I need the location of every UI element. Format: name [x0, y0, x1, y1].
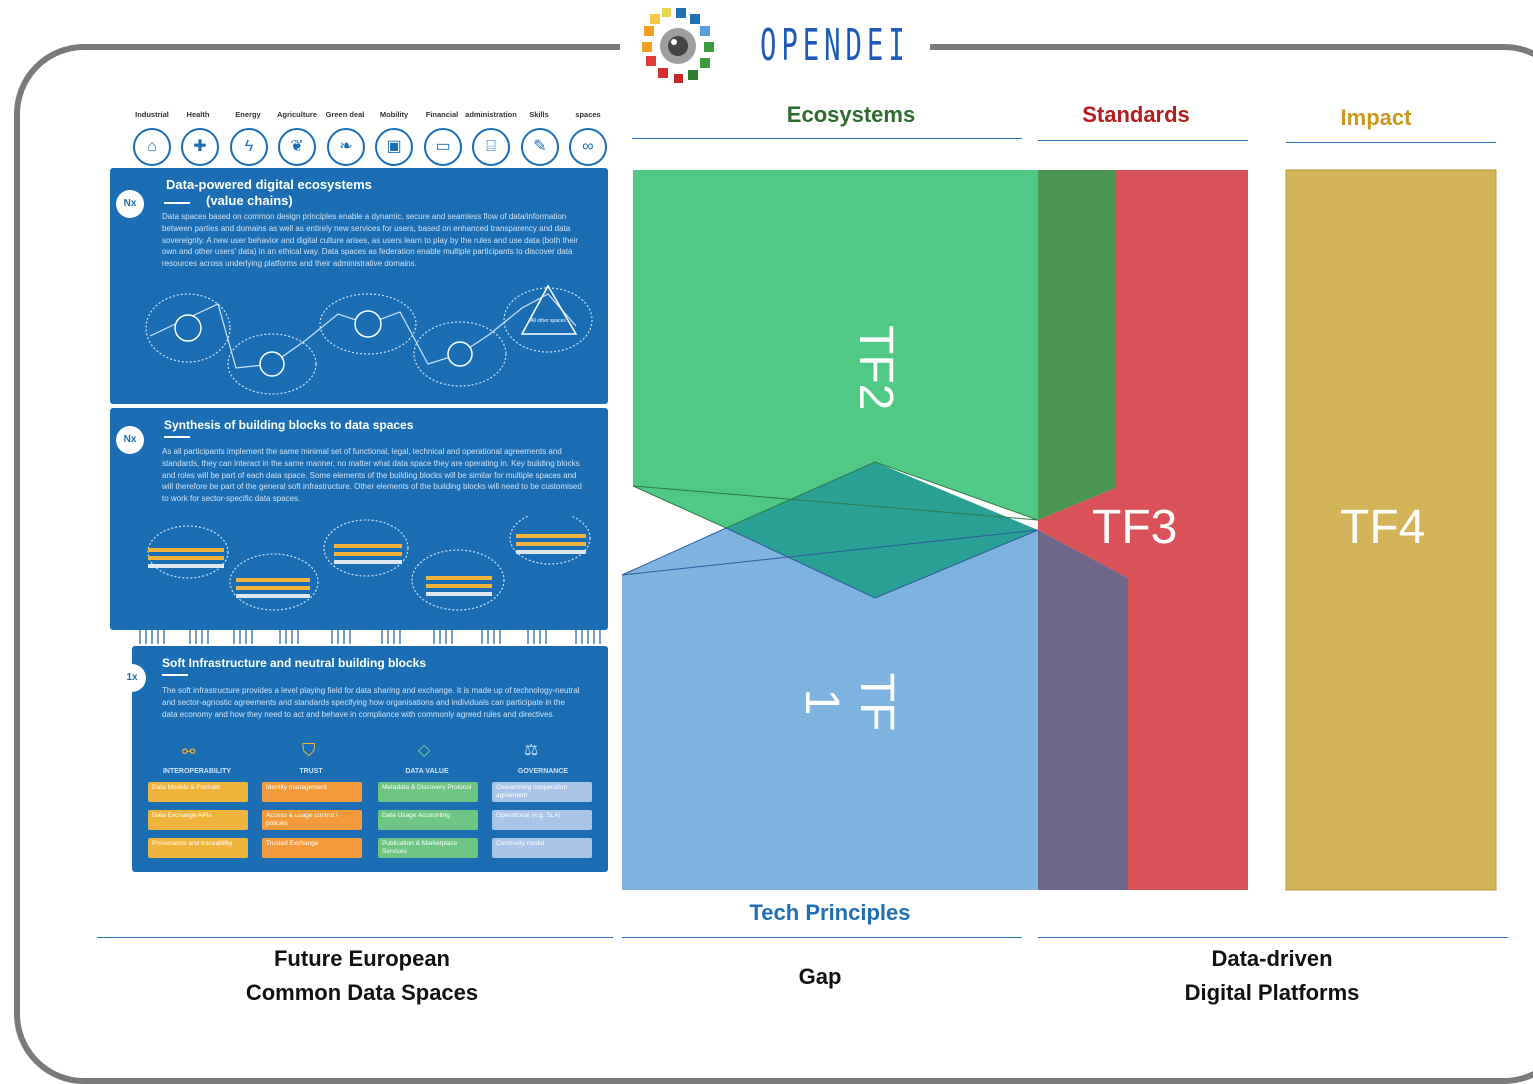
title-underline [164, 202, 190, 204]
card-icon: ▭ [424, 128, 462, 166]
sector-label: Skills [529, 110, 549, 119]
panel-text: Data spaces based on common design princ… [162, 212, 579, 269]
future-data-spaces-line2: Common Data Spaces [245, 980, 479, 1005]
panel-title: Soft Infrastructure and neutral building… [162, 656, 427, 670]
pillar-title: GOVERNANCE [517, 768, 569, 775]
nx-badge: Nx [116, 190, 144, 218]
opendei-logo-icon [642, 8, 714, 83]
infinity-icon: ∞ [569, 128, 607, 166]
diamond-icon: ◇ [418, 742, 431, 759]
panel-text: As all participants implement the same m… [162, 447, 582, 504]
tf3-area [1038, 170, 1248, 890]
soft-infrastructure-panel: 1x Soft Infrastructure and neutral build… [118, 646, 608, 872]
tf1-area [622, 528, 1038, 890]
future-data-spaces-label: Future European Common Data Spaces [180, 942, 544, 1010]
panel-title: Data-powered digital ecosystems [166, 177, 372, 192]
pillar-item: Provenance and traceability [148, 838, 248, 858]
tf2-area [633, 170, 1038, 528]
building-blocks-graphic [147, 516, 591, 611]
ecosystems-header: Ecosystems [786, 102, 916, 127]
title-underline [164, 436, 190, 438]
lightning-icon: ϟ [230, 128, 268, 166]
pillar-item: Access & usage control / policies [262, 810, 362, 830]
wheat-icon: ❦ [278, 128, 316, 166]
panel-title: Synthesis of building blocks to data spa… [164, 418, 414, 432]
tf4-area [1285, 169, 1497, 891]
factory-icon: ⌂ [133, 128, 171, 166]
center-bottom-rule [622, 937, 1022, 938]
logo-wordmark: OPENDEI [760, 20, 910, 71]
pillar-item: Identity management [262, 782, 362, 802]
pillar-item: Data Exchange APIs [148, 810, 248, 830]
left-bottom-rule [97, 937, 613, 938]
sector-label: Health [186, 110, 210, 119]
ecosystems-panel: Nx Data-powered digital ecosystems (valu… [110, 168, 608, 404]
panel-subtitle: (value chains) [206, 193, 293, 208]
tf4-label: TF4 [1340, 501, 1426, 554]
task-force-diagram [621, 169, 1497, 891]
sector-label: Agriculture [276, 110, 317, 119]
title-underline [162, 674, 188, 676]
building-icon: ⌸ [472, 128, 510, 166]
tf3-label: TF3 [1092, 501, 1178, 554]
pillar-item: Publication & Marketplace Services [378, 838, 478, 858]
standards-header: Standards [1082, 102, 1190, 127]
pillar-title: INTEROPERABILITY [162, 768, 232, 775]
tech-principles-header: Tech Principles [749, 900, 911, 925]
leaf-icon: ❧ [327, 128, 365, 166]
impact-header: Impact [1340, 105, 1412, 130]
pillar-item: Operational (e.g. SLA) [492, 810, 592, 830]
pillar-item: Data Models & Formats [148, 782, 248, 802]
sector-label: Industrial [135, 110, 169, 119]
digital-platforms-line2: Digital Platforms [1184, 980, 1360, 1005]
sector-label: administration [465, 110, 517, 119]
tf1-tf3-overlap-area [1038, 530, 1128, 890]
share-icon: ⚯ [182, 744, 196, 761]
pillar-item: Metadata & Discovery Protocol [378, 782, 478, 802]
tf2-label: TF2 [849, 325, 902, 411]
tf1-tf2-overlap-area [726, 462, 1038, 598]
sector-label: Energy [235, 110, 261, 119]
sector-label: Green deal [325, 110, 365, 119]
1x-badge: 1x [118, 664, 146, 692]
digital-platforms-line1: Data-driven [1211, 946, 1333, 971]
impact-rule [1286, 142, 1496, 143]
pillar-item: Data Usage Accounting [378, 810, 478, 830]
sector-label: spaces [575, 110, 601, 119]
tf1-label: TF 1 [795, 672, 903, 732]
health-cross-icon: ✚ [181, 128, 219, 166]
nx-badge: Nx [116, 426, 144, 454]
tf2-tf3-overlap-area [1038, 170, 1115, 520]
scales-icon: ⚖ [524, 742, 539, 759]
pillar-item: Trusted Exchange [262, 838, 362, 858]
pencil-icon: ✎ [521, 128, 559, 166]
shield-icon: ⛉ [302, 740, 316, 760]
car-icon: ▣ [375, 128, 413, 166]
frame-joint [930, 44, 950, 50]
gap-label: Gap [798, 964, 842, 989]
pillar-item: Continuity model [492, 838, 592, 858]
ecosystem-network-graphic: All other spaces [145, 284, 593, 395]
right-bottom-rule [1038, 937, 1508, 938]
sector-label: Mobility [379, 110, 409, 119]
panel-text: The soft infrastructure provides a level… [162, 686, 580, 719]
pillar-title: TRUST [299, 768, 323, 775]
network-node-label: All other spaces [530, 318, 566, 324]
sector-label: Financial [425, 110, 459, 119]
pillar-title: DATA VALUE [405, 768, 449, 775]
digital-platforms-label: Data-driven Digital Platforms [1120, 942, 1424, 1010]
standards-rule [1038, 140, 1248, 141]
future-data-spaces-line1: Future European [273, 946, 450, 971]
building-blocks-panel: Nx Synthesis of building blocks to data … [110, 408, 608, 630]
connector-comb [136, 630, 606, 644]
ecosystems-rule [632, 138, 1022, 139]
pillar-item: Overarching cooperation agreement [492, 782, 592, 802]
